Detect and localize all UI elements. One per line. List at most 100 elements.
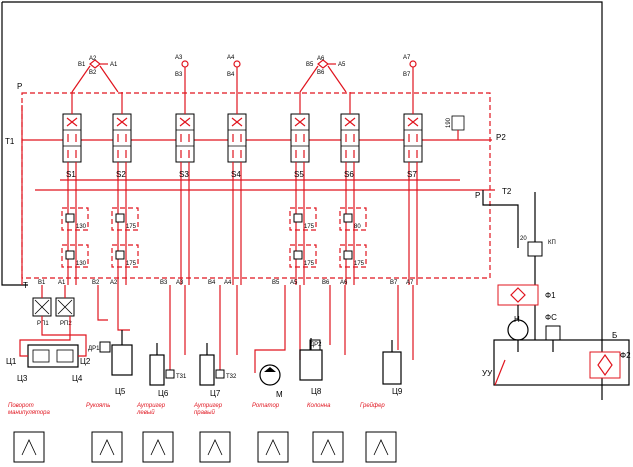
section-label: S2 — [116, 170, 126, 179]
valve-section-s2: S2 — [112, 92, 132, 285]
outrigger-left-icon — [142, 431, 174, 463]
c3-label: Ц3 — [17, 374, 28, 383]
cylinder-c6: Т31 Ц6 — [149, 285, 187, 398]
port-a5: A5 — [290, 280, 298, 286]
rotate-manipulator-icon — [13, 431, 45, 463]
svg-text:B6: B6 — [317, 70, 325, 76]
section-label: S3 — [179, 170, 189, 179]
svg-text:B4: B4 — [227, 72, 235, 78]
port-a6: A6 — [340, 280, 348, 286]
legend-label: Колонна — [307, 403, 331, 409]
t31-label: Т31 — [176, 374, 187, 380]
port-b4: B4 — [208, 280, 216, 286]
rotation-group: РП1 РП2 Ц1 Ц2 Ц3 Ц4 — [6, 285, 91, 383]
relief-value: 130 — [76, 261, 87, 267]
legend-label: Рукоять — [86, 403, 110, 409]
port-t-bottom: T — [23, 281, 28, 290]
valve-section-s5: S5 — [290, 92, 310, 285]
port-p-mid: P — [475, 191, 480, 200]
relief-value: 80 — [354, 224, 361, 230]
main-relief-valve: 190 — [446, 115, 465, 140]
legend-label: манипулятора — [8, 410, 51, 416]
port-b6: B6 — [322, 280, 330, 286]
port-a7: A7 — [406, 280, 414, 286]
svg-text:B5: B5 — [306, 62, 314, 68]
legend-label: левый — [136, 409, 155, 416]
uu-label: УУ — [482, 369, 493, 378]
svg-text:B2: B2 — [89, 70, 97, 76]
control-valve-sections: S1 S2 S3 S4 S5 S6 S7 — [62, 92, 423, 285]
relief-pair-4: 80 175 — [339, 207, 367, 268]
power-unit: КП 20 Ф1 Н ФС Б Ф2 УУ — [482, 190, 631, 386]
relief-value: 175 — [304, 224, 315, 230]
svg-text:A4: A4 — [227, 55, 235, 61]
legend-label: Грейфер — [360, 402, 385, 409]
port-a1: A1 — [58, 280, 66, 286]
relief-value: 175 — [354, 261, 365, 267]
svg-text:A1: A1 — [110, 62, 118, 68]
svg-text:B1: B1 — [78, 62, 86, 68]
fs-label: ФС — [545, 313, 557, 322]
svg-text:A2: A2 — [89, 56, 97, 62]
svg-text:B7: B7 — [403, 72, 411, 78]
svg-text:A7: A7 — [403, 55, 411, 61]
main-relief-value: 190 — [446, 117, 452, 128]
relief-pair-2: 175 175 — [111, 207, 139, 268]
port-b5: B5 — [272, 280, 280, 286]
port-b3: B3 — [160, 280, 168, 286]
section-label: S6 — [344, 170, 354, 179]
cylinder-c5: ДР1 Ц5 — [88, 285, 133, 396]
relief-value: 130 — [76, 224, 87, 230]
legend-item: Грейфер — [360, 402, 397, 463]
c7-label: Ц7 — [210, 389, 221, 398]
section-label: S5 — [294, 170, 304, 179]
kp-label: КП — [548, 240, 556, 246]
legend-label: Аутригер — [136, 403, 166, 409]
top-port-group-3: A4 B4 — [227, 55, 241, 92]
valve-section-s1: S1 — [62, 92, 82, 285]
top-port-group-4: A6 A5 B5 B6 — [299, 56, 347, 93]
valve-block-boundary — [21, 92, 491, 279]
cylinder-c9: Ц9 — [382, 285, 414, 396]
top-port-group-2: A3 B3 — [175, 55, 189, 92]
relief-value: 175 — [304, 261, 315, 267]
port-a4: A4 — [224, 280, 232, 286]
arm-handle-icon — [91, 431, 123, 463]
port-b2: B2 — [92, 280, 100, 286]
port-a3: A3 — [176, 280, 184, 286]
section-label: S7 — [407, 170, 417, 179]
dr2-label: ДР2 — [310, 342, 322, 348]
rotator-motor: М — [254, 285, 301, 399]
motor-label: М — [276, 390, 283, 399]
grapple-icon — [365, 431, 397, 463]
column-icon — [312, 431, 344, 463]
c1-label: Ц1 — [6, 357, 17, 366]
tank-label: Б — [612, 331, 617, 340]
rp1-label: РП1 — [37, 321, 49, 327]
svg-text:A6: A6 — [317, 56, 325, 62]
outrigger-right-icon — [199, 431, 231, 463]
legend-item: Колонна — [307, 403, 344, 463]
rp2-label: РП2 — [60, 321, 72, 327]
legend-label: Поворот — [8, 403, 34, 409]
legend-label: правый — [194, 409, 216, 416]
section-label: S4 — [231, 170, 241, 179]
top-port-group-1: A2 A1 B1 B2 — [71, 56, 119, 93]
legend-label: Ротатор — [252, 403, 280, 409]
port-b7: B7 — [390, 280, 398, 286]
c6-label: Ц6 — [158, 389, 169, 398]
legend-item: Рукоять — [86, 403, 123, 463]
cylinder-c8: ДР2 Ц8 — [299, 285, 346, 396]
c5-label: Ц5 — [115, 387, 126, 396]
relief-value: 175 — [126, 261, 137, 267]
top-port-group-5: A7 B7 — [403, 55, 417, 92]
c2-label: Ц2 — [80, 357, 91, 366]
valve-section-s4: S4 — [227, 92, 247, 285]
section-label: S1 — [66, 170, 76, 179]
relief-value: 175 — [126, 224, 137, 230]
cylinder-c7: Т32 Ц7 — [199, 285, 238, 398]
